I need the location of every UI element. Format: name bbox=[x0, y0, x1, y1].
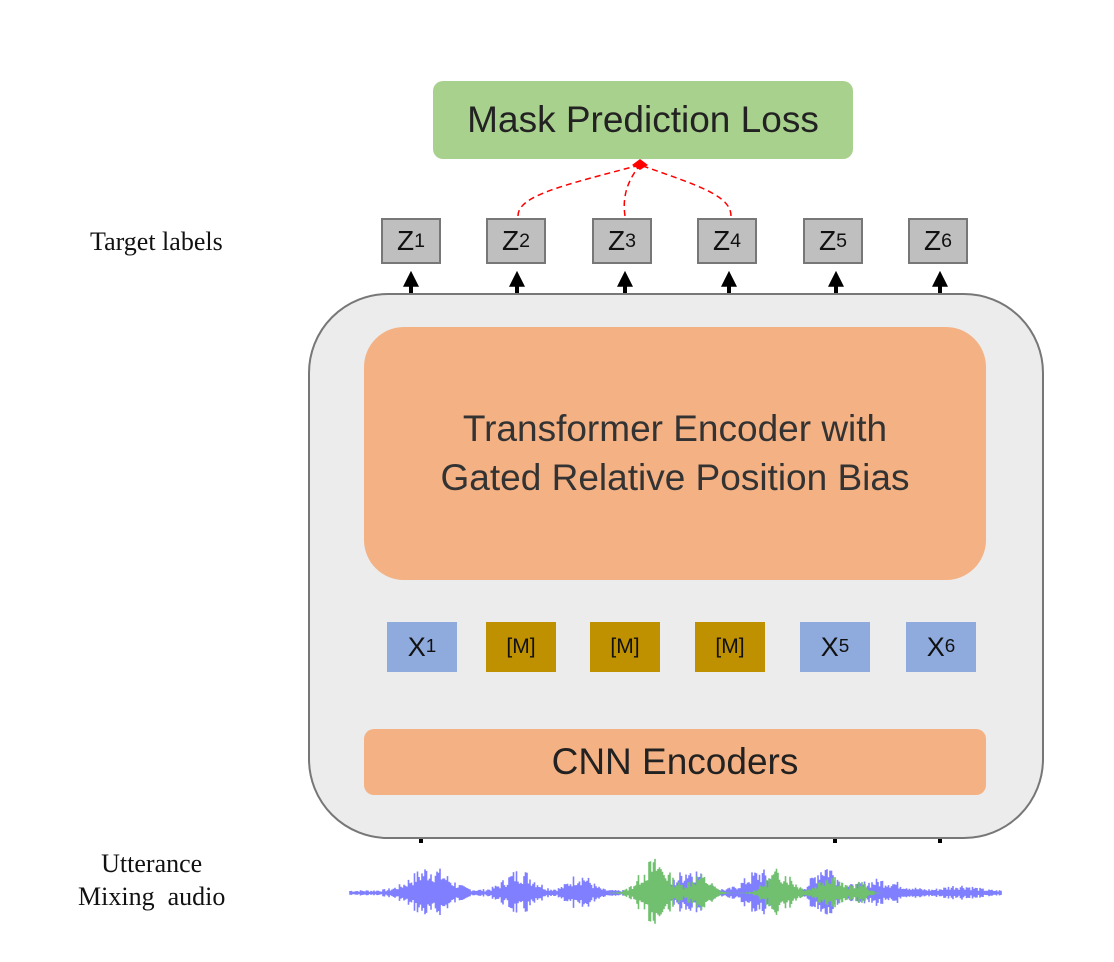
utterance-line-2: Mixing audio bbox=[78, 881, 226, 911]
target-labels-caption: Target labels bbox=[90, 227, 223, 256]
target-z1-sub: 1 bbox=[414, 229, 425, 252]
target-z6-base: Z bbox=[923, 225, 942, 256]
input-token-mask-4: [M] bbox=[695, 622, 765, 672]
utterance-line-1: Utterance bbox=[101, 849, 203, 878]
input-mask-4-label: [M] bbox=[715, 635, 745, 658]
loss-link-z4 bbox=[639, 164, 732, 217]
input-x1-sub: 1 bbox=[425, 636, 437, 657]
loss-link-z2 bbox=[517, 164, 641, 217]
transformer-encoder-box: Transformer Encoder with Gated Relative … bbox=[364, 327, 986, 580]
loss-link-z3 bbox=[623, 164, 641, 217]
input-x5-sub: 5 bbox=[838, 636, 850, 657]
mask-prediction-loss-label: Mask Prediction Loss bbox=[467, 99, 819, 140]
cnn-encoders-box: CNN Encoders bbox=[364, 729, 986, 795]
input-x6-sub: 6 bbox=[944, 636, 956, 657]
target-z6-sub: 6 bbox=[941, 229, 952, 252]
target-z4-sub: 4 bbox=[730, 229, 741, 252]
input-x5-base: X bbox=[820, 631, 839, 662]
input-mask-3-label: [M] bbox=[610, 635, 640, 658]
target-z5-sub: 5 bbox=[836, 229, 847, 252]
target-z3-sub: 3 bbox=[625, 229, 636, 252]
transformer-label-line-2: Gated Relative Position Bias bbox=[440, 456, 910, 498]
utterance-caption: Utterance Mixing audio bbox=[78, 848, 225, 913]
input-mask-2-label: [M] bbox=[506, 635, 536, 658]
input-token-mask-2: [M] bbox=[486, 622, 556, 672]
target-z2-base: Z bbox=[501, 225, 520, 256]
target-z1-base: Z bbox=[396, 225, 415, 256]
mask-prediction-loss-box: Mask Prediction Loss bbox=[433, 81, 853, 159]
target-z3-base: Z bbox=[607, 225, 626, 256]
cnn-encoders-label: CNN Encoders bbox=[551, 741, 799, 782]
transformer-label-line-1: Transformer Encoder with bbox=[462, 408, 888, 450]
target-z5-base: Z bbox=[818, 225, 837, 256]
input-x1-base: X bbox=[407, 631, 426, 662]
loss-link-junction-icon bbox=[632, 159, 648, 170]
waveform-secondary bbox=[609, 858, 881, 924]
target-z2-sub: 2 bbox=[519, 229, 530, 252]
input-x6-base: X bbox=[926, 631, 945, 662]
input-token-mask-3: [M] bbox=[590, 622, 660, 672]
target-z4-base: Z bbox=[712, 225, 731, 256]
